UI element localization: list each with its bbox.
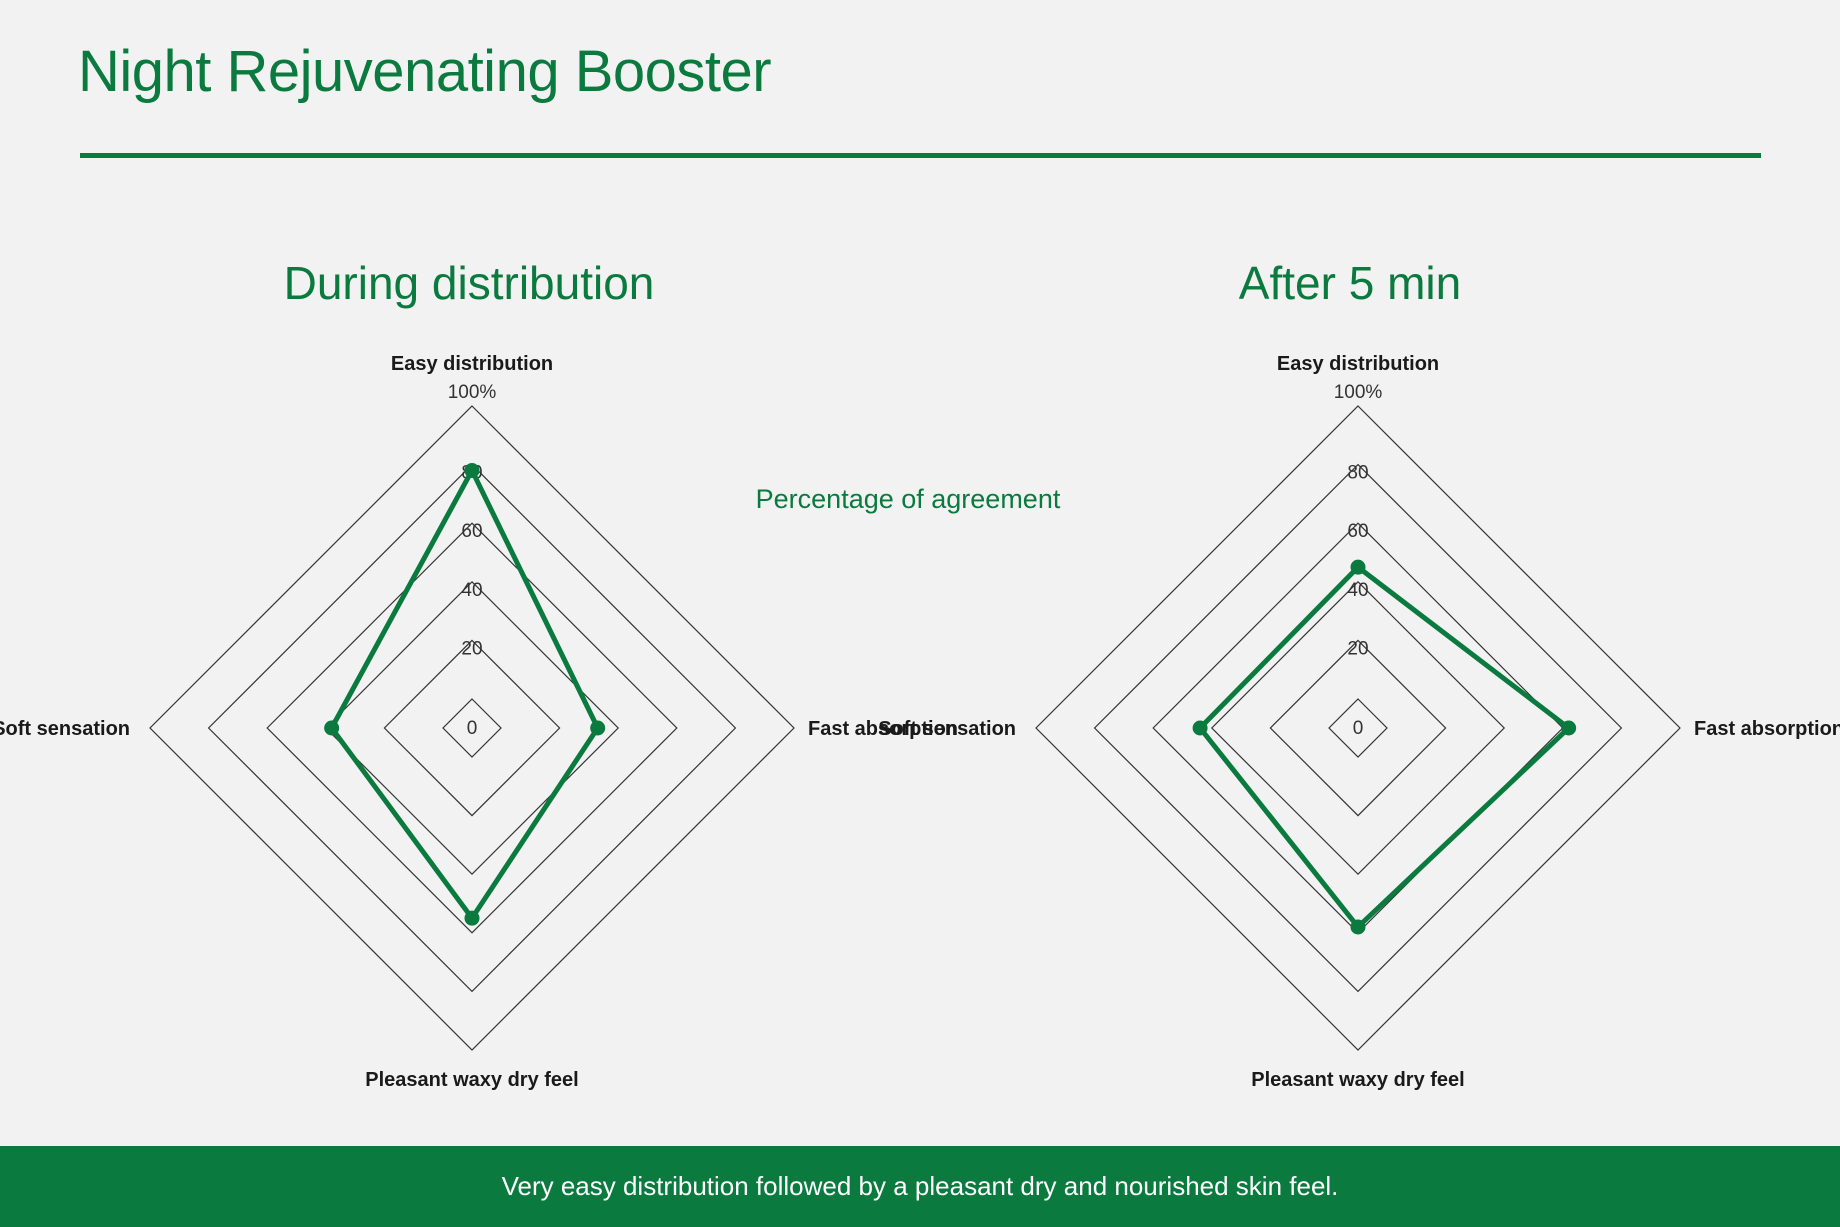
tick-label-40: 40 <box>1347 580 1368 601</box>
axis-label-soft-sensation: Soft sensation <box>878 718 1016 740</box>
grid-ring-80 <box>207 463 737 993</box>
grid-ring-100 <box>1035 405 1681 1051</box>
axis-label-soft-sensation: Soft sensation <box>0 718 130 740</box>
tick-label-60: 60 <box>1347 521 1368 542</box>
tick-label-20: 20 <box>1347 638 1368 659</box>
series-line <box>1197 564 1572 930</box>
grid-ring-100 <box>149 405 795 1051</box>
grid-ring-0 <box>442 698 502 758</box>
data-point-easy-distribution <box>464 462 480 478</box>
data-point-pleasant-waxy-dry-feel <box>464 910 480 926</box>
tick-label-100: 100% <box>1334 382 1383 403</box>
axis-label-pleasant-waxy-dry-feel: Pleasant waxy dry feel <box>1251 1069 1464 1091</box>
data-point-soft-sensation <box>1192 720 1208 736</box>
axis-label-easy-distribution: Easy distribution <box>391 353 553 375</box>
axis-label-easy-distribution: Easy distribution <box>1277 353 1439 375</box>
tick-label-20: 20 <box>461 638 482 659</box>
axis-label-fast-absorption: Fast absorption <box>808 718 958 740</box>
axis-label-fast-absorption: Fast absorption <box>1694 718 1840 740</box>
title-divider <box>80 153 1761 158</box>
tick-label-40: 40 <box>461 580 482 601</box>
data-point-easy-distribution <box>1350 559 1366 575</box>
grid-ring-80 <box>1093 463 1623 993</box>
footer-text: Very easy distribution followed by a ple… <box>501 1171 1339 1201</box>
chart-title-during-distribution: During distribution <box>283 257 655 309</box>
tick-label-100: 100% <box>448 382 497 403</box>
chart-title-after-5-min: After 5 min <box>1238 257 1462 309</box>
page-title: Night Rejuvenating Booster <box>78 39 772 104</box>
data-point-soft-sensation <box>324 720 340 736</box>
grid-ring-0 <box>1328 698 1388 758</box>
data-point-pleasant-waxy-dry-feel <box>1350 919 1366 935</box>
grid-ring-40 <box>1210 580 1506 876</box>
scale-caption: Percentage of agreement <box>755 484 1061 514</box>
grid-ring-20 <box>383 639 561 817</box>
data-point-fast-absorption <box>590 720 606 736</box>
axis-label-pleasant-waxy-dry-feel: Pleasant waxy dry feel <box>365 1069 578 1091</box>
data-point-fast-absorption <box>1561 720 1577 736</box>
grid-ring-60 <box>266 522 678 934</box>
tick-label-60: 60 <box>461 521 482 542</box>
tick-label-80: 80 <box>1347 463 1368 484</box>
grid-ring-40 <box>324 580 620 876</box>
tick-label-0: 0 <box>467 718 478 739</box>
tick-label-0: 0 <box>1353 718 1364 739</box>
grid-ring-20 <box>1269 639 1447 817</box>
footer-banner: Very easy distribution followed by a ple… <box>0 1146 1840 1227</box>
